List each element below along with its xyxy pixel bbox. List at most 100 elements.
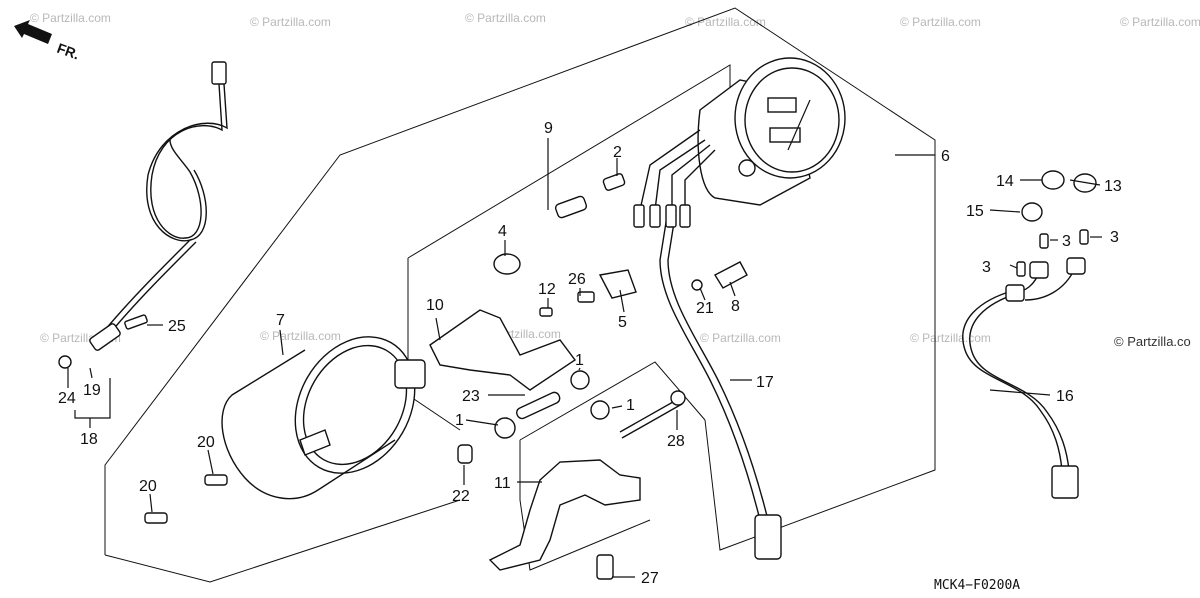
indicator-wire bbox=[969, 291, 1070, 471]
clip-12 bbox=[539, 307, 553, 317]
gear-8 bbox=[714, 261, 748, 289]
watermark: © Partzilla.com bbox=[260, 329, 341, 343]
leader-21 bbox=[699, 287, 706, 301]
leader-lines bbox=[67, 138, 1102, 578]
watermark: © Partzilla.com bbox=[465, 11, 546, 25]
lead-wire bbox=[654, 139, 706, 211]
callout-10: 10 bbox=[426, 297, 444, 314]
callout-7: 7 bbox=[276, 312, 285, 329]
grommet-1 bbox=[494, 417, 516, 439]
watermark: © Partzilla.com bbox=[1120, 15, 1200, 29]
watermark: © Partzilla.com bbox=[700, 331, 781, 345]
socket bbox=[1029, 261, 1049, 279]
bracket-11 bbox=[488, 459, 641, 580]
indicator-wire bbox=[962, 289, 1063, 471]
screws-20 bbox=[144, 474, 228, 524]
callout-23: 23 bbox=[462, 388, 480, 405]
bulb-3 bbox=[1016, 261, 1026, 277]
meter-case bbox=[221, 336, 416, 500]
socket bbox=[1066, 257, 1086, 275]
leader-5 bbox=[619, 289, 625, 313]
leader-8 bbox=[729, 281, 736, 297]
cable-port bbox=[738, 159, 756, 177]
screw-25 bbox=[124, 314, 148, 330]
bulb-3 bbox=[1039, 233, 1049, 249]
screw-20 bbox=[204, 474, 228, 486]
leader-1 bbox=[465, 419, 499, 426]
watermark-side: © Partzilla.co bbox=[1114, 334, 1191, 349]
grommet-1 bbox=[590, 400, 610, 420]
terminal bbox=[649, 204, 661, 228]
bolt-27 bbox=[596, 554, 614, 580]
terminal bbox=[679, 204, 691, 228]
callout-20: 20 bbox=[197, 434, 215, 451]
watermark: © Partzilla.com bbox=[685, 15, 766, 29]
bolt-28-head bbox=[670, 390, 686, 406]
callout-26: 26 bbox=[568, 271, 586, 288]
outline-bottom bbox=[104, 499, 461, 583]
cable-lower-inner bbox=[110, 241, 197, 333]
callout-25: 25 bbox=[168, 318, 186, 335]
diagram-code: MCK4−F0200A bbox=[934, 578, 1020, 593]
bulb-2 bbox=[602, 173, 626, 191]
case-tab bbox=[299, 429, 331, 456]
bracket-10 bbox=[394, 309, 590, 391]
callout-12: 12 bbox=[538, 281, 556, 298]
bolt-28-shaft-inner bbox=[621, 403, 683, 439]
trip-window bbox=[769, 127, 801, 143]
case-body bbox=[221, 349, 396, 500]
callout-8: 8 bbox=[731, 298, 740, 315]
bulb-3 bbox=[1079, 229, 1089, 245]
callout-17: 17 bbox=[756, 374, 774, 391]
rubber-4 bbox=[493, 253, 521, 275]
leader-20 bbox=[207, 449, 214, 475]
callout-4: 4 bbox=[498, 223, 507, 240]
leader-16 bbox=[989, 389, 1051, 396]
callout-16: 16 bbox=[1056, 388, 1074, 405]
callout-13: 13 bbox=[1104, 178, 1122, 195]
callout-21: 21 bbox=[696, 300, 714, 317]
watermark: © Partzilla.com bbox=[30, 11, 111, 25]
callout-20: 20 bbox=[139, 478, 157, 495]
bracket-plate bbox=[488, 459, 641, 571]
collar-23 bbox=[515, 391, 561, 420]
leader-7 bbox=[279, 329, 284, 356]
callout-2: 2 bbox=[613, 144, 622, 161]
meter-bezel bbox=[734, 57, 846, 179]
callout-19: 19 bbox=[83, 382, 101, 399]
cable-loop-outer bbox=[150, 83, 223, 239]
lead-wire bbox=[684, 149, 716, 210]
leader-1 bbox=[578, 367, 581, 371]
watermark: © Partzilla.com bbox=[900, 15, 981, 29]
front-direction-arrow: FR. bbox=[14, 20, 82, 63]
cable-lower bbox=[104, 239, 191, 331]
leader-13 bbox=[1069, 179, 1101, 186]
callout-1: 1 bbox=[626, 397, 635, 414]
callout-14: 14 bbox=[996, 173, 1014, 190]
connector bbox=[754, 514, 782, 560]
leader-1 bbox=[611, 405, 623, 409]
terminal bbox=[665, 204, 677, 228]
cushion-pad bbox=[394, 359, 426, 389]
callout-18: 18 bbox=[80, 431, 98, 448]
odometer-window bbox=[767, 97, 797, 113]
arrow-icon bbox=[14, 20, 52, 44]
terminal bbox=[633, 204, 645, 228]
speedometer-unit bbox=[691, 57, 846, 291]
harness-wire bbox=[667, 209, 769, 521]
watermark: © Partzilla.com bbox=[250, 15, 331, 29]
screw-26 bbox=[577, 291, 595, 303]
outline-inner-top bbox=[407, 64, 731, 259]
callout-1: 1 bbox=[455, 412, 464, 429]
direction-label: FR. bbox=[55, 40, 82, 63]
cable-nut bbox=[211, 61, 227, 85]
bolt-28-shaft bbox=[619, 397, 681, 433]
washer-24 bbox=[58, 355, 72, 369]
cable-loop-inner bbox=[146, 83, 228, 242]
callout-3: 3 bbox=[1062, 233, 1071, 250]
lead-wire bbox=[671, 144, 711, 210]
bulb-socket bbox=[554, 195, 588, 219]
nut-22 bbox=[457, 444, 473, 464]
outline-bracket-box bbox=[519, 361, 706, 441]
